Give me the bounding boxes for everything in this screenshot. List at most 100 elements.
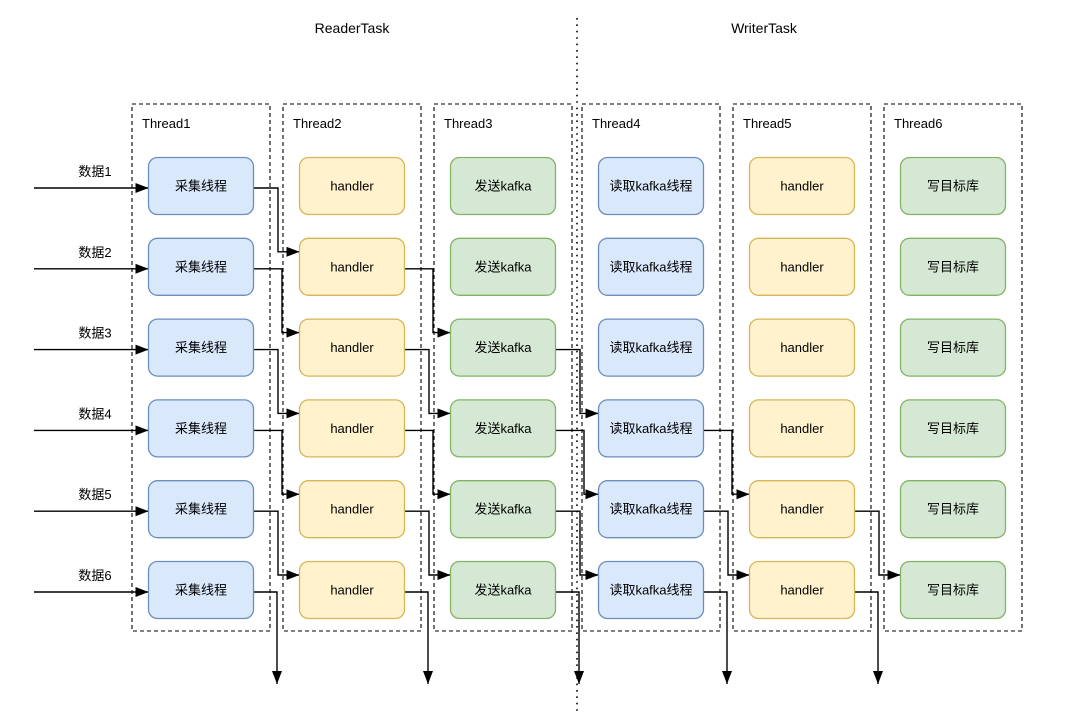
task-box-thread1-row4 [147, 399, 255, 458]
exit-arrow-thread1 [253, 591, 282, 684]
task-box-label-thread6-row4: 写目标库 [927, 421, 979, 436]
task-box-thread3-row1 [449, 156, 557, 216]
thread-container-2 [282, 103, 422, 632]
connector-thread3row5-to-thread4row6 [555, 510, 599, 580]
task-box-thread2-row3 [298, 318, 406, 377]
task-box-label-thread6-row3: 写目标库 [927, 340, 979, 355]
task-box-label-thread5-row3: handler [780, 340, 824, 355]
task-box-thread3-row3 [449, 318, 557, 377]
connector-thread2row2-to-thread3row3 [404, 268, 451, 338]
input-label-5: 数据5 [78, 487, 111, 502]
task-box-label-thread3-row3: 发送kafka [474, 340, 532, 355]
exit-arrow-thread5 [854, 591, 883, 684]
connector-thread3row3-to-thread4row4 [555, 348, 599, 419]
task-box-thread2-row1 [298, 156, 406, 216]
task-box-thread1-row5 [147, 480, 255, 539]
task-box-label-thread2-row2: handler [330, 259, 374, 274]
thread-container-3 [433, 103, 573, 632]
task-box-label-thread5-row5: handler [780, 502, 824, 517]
connector-thread1row4-to-thread2row5 [253, 429, 300, 500]
task-box-thread2-row4 [298, 399, 406, 458]
task-box-thread6-row6 [899, 560, 1007, 620]
thread-container-4 [581, 103, 721, 632]
task-box-thread4-row6 [597, 560, 705, 620]
task-box-label-thread1-row2: 采集线程 [175, 259, 227, 274]
task-box-label-thread5-row2: handler [780, 259, 824, 274]
thread-container-5 [732, 103, 872, 632]
connector-thread1row2-to-thread2row3 [253, 268, 300, 338]
task-box-label-thread1-row4: 采集线程 [175, 421, 227, 436]
thread-label-3: Thread3 [444, 116, 492, 131]
connector-thread1row5-to-thread2row6 [253, 510, 300, 580]
task-box-label-thread2-row1: handler [330, 179, 374, 194]
task-box-thread5-row3 [748, 318, 856, 377]
connector-thread4row4-to-thread5row5 [703, 429, 750, 500]
task-box-label-thread5-row4: handler [780, 421, 824, 436]
connector-thread5row5-to-thread6row6 [854, 510, 901, 580]
task-box-label-thread1-row3: 采集线程 [175, 340, 227, 355]
task-box-thread3-row5 [449, 480, 557, 539]
thread-label-6: Thread6 [894, 116, 942, 131]
connector-thread4row5-to-thread5row6 [703, 510, 750, 580]
task-box-label-thread4-row6: 读取kafka线程 [609, 583, 692, 598]
thread-container-6 [883, 103, 1023, 632]
task-box-thread4-row2 [597, 237, 705, 296]
task-box-label-thread5-row1: handler [780, 179, 824, 194]
task-box-thread5-row4 [748, 399, 856, 458]
task-box-label-thread2-row3: handler [330, 340, 374, 355]
connector-thread3row4-to-thread4row5 [555, 429, 599, 500]
thread-label-5: Thread5 [743, 116, 791, 131]
task-box-label-thread6-row6: 写目标库 [927, 583, 979, 598]
thread-container-1 [131, 103, 271, 632]
task-box-label-thread3-row4: 发送kafka [474, 421, 532, 436]
task-box-thread3-row4 [449, 399, 557, 458]
connector-thread1row1-to-thread2row2 [253, 187, 300, 257]
task-box-label-thread2-row4: handler [330, 421, 374, 436]
connector-thread2row3-to-thread3row4 [404, 348, 451, 419]
task-box-thread1-row1 [147, 156, 255, 216]
task-box-thread6-row3 [899, 318, 1007, 377]
task-box-label-thread4-row2: 读取kafka线程 [609, 259, 692, 274]
task-box-thread6-row4 [899, 399, 1007, 458]
task-box-thread1-row2 [147, 237, 255, 296]
task-box-label-thread2-row5: handler [330, 502, 374, 517]
input-label-6: 数据6 [78, 568, 111, 583]
exit-arrow-thread3 [555, 591, 584, 684]
task-box-label-thread2-row6: handler [330, 583, 374, 598]
task-box-label-thread1-row5: 采集线程 [175, 502, 227, 517]
thread-label-4: Thread4 [592, 116, 640, 131]
connector-thread2row5-to-thread3row6 [404, 510, 451, 580]
task-box-thread2-row2 [298, 237, 406, 296]
task-box-label-thread3-row2: 发送kafka [474, 259, 532, 274]
task-box-thread1-row3 [147, 318, 255, 377]
task-box-thread6-row1 [899, 156, 1007, 216]
task-box-thread4-row4 [597, 399, 705, 458]
task-box-label-thread5-row6: handler [780, 583, 824, 598]
task-box-label-thread1-row6: 采集线程 [175, 583, 227, 598]
task-box-label-thread4-row5: 读取kafka线程 [609, 502, 692, 517]
task-box-thread5-row5 [748, 480, 856, 539]
input-label-4: 数据4 [78, 406, 111, 421]
thread-label-1: Thread1 [142, 116, 190, 131]
task-box-label-thread4-row1: 读取kafka线程 [609, 179, 692, 194]
exit-arrow-thread4 [703, 591, 732, 684]
reader-task-label: ReaderTask [315, 20, 391, 36]
input-label-3: 数据3 [78, 326, 111, 341]
task-box-label-thread3-row5: 发送kafka [474, 502, 532, 517]
task-box-thread5-row6 [748, 560, 856, 620]
task-box-label-thread4-row3: 读取kafka线程 [609, 340, 692, 355]
task-box-thread5-row1 [748, 156, 856, 216]
task-box-thread6-row2 [899, 237, 1007, 296]
input-label-2: 数据2 [78, 245, 111, 260]
task-box-thread2-row6 [298, 560, 406, 620]
task-box-thread2-row5 [298, 480, 406, 539]
connector-thread2row4-to-thread3row5 [404, 429, 451, 500]
task-box-label-thread1-row1: 采集线程 [175, 179, 227, 194]
task-box-label-thread6-row1: 写目标库 [927, 179, 979, 194]
task-box-thread3-row6 [449, 560, 557, 620]
task-box-label-thread3-row1: 发送kafka [474, 179, 532, 194]
task-box-thread4-row5 [597, 480, 705, 539]
task-box-thread3-row2 [449, 237, 557, 296]
